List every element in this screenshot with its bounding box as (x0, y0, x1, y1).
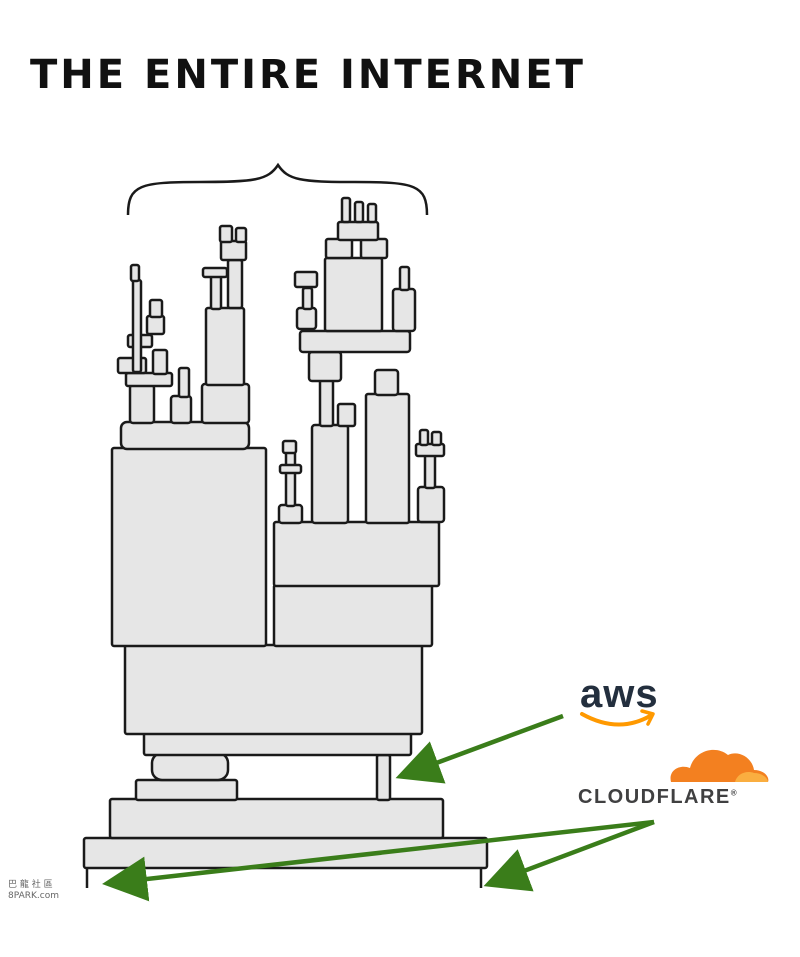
cloudflare-label: CLOUDFLARE (578, 786, 731, 808)
watermark: 巴 龍 社 區 8PARK.com (8, 880, 59, 902)
cloudflare-logo-text: CLOUDFLARE® (578, 786, 739, 808)
curly-brace (126, 162, 429, 216)
aws-smile-icon (580, 709, 655, 727)
thin-support-pole (375, 753, 392, 802)
page-title: THE ENTIRE INTERNET (30, 52, 586, 98)
cloudflare-cloud-icon (670, 749, 769, 782)
small-slab (134, 778, 239, 802)
lower-slab (108, 797, 445, 840)
green-arrows (102, 713, 655, 902)
big-middle-block (123, 643, 424, 736)
round-block (150, 751, 230, 782)
right-tower (272, 196, 446, 648)
watermark-line-2: 8PARK.com (8, 891, 59, 901)
left-tower (110, 224, 268, 648)
watermark-line-1: 巴 龍 社 區 (8, 880, 53, 890)
middle-slab (142, 731, 413, 757)
aws-logo-text: aws (580, 672, 659, 716)
